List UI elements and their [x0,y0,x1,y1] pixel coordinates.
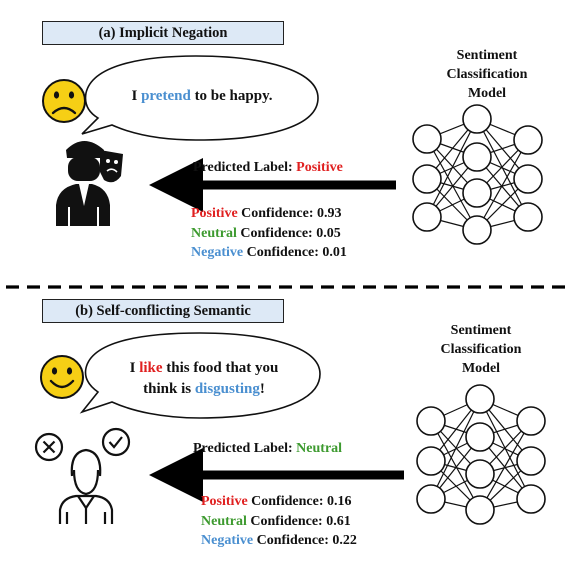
confidence-list-a: Positive Confidence: 0.93 Neutral Confid… [191,204,347,263]
confidence-a-neutral-value: Confidence: 0.05 [236,225,341,241]
predicted-label-a: Predicted Label: Positive [193,160,343,176]
confidence-a-neutral-label: Neutral [191,225,237,241]
sad-face-icon [42,79,86,123]
confidence-a-negative-label: Negative [191,245,244,260]
smiling-face-icon [40,355,84,399]
model-label-b: Sentiment Classification Model [416,321,546,378]
confidence-row: Negative Confidence: 0.01 [191,243,347,263]
model-label-a: Sentiment Classification Model [422,46,552,103]
predicted-label-b: Predicted Label: Neutral [193,441,342,457]
confidence-b-positive-value: Confidence: 0.16 [247,494,352,509]
predicted-label-a-value: Positive [296,160,343,175]
predicted-label-b-prefix: Predicted Label: [193,441,297,456]
actor-with-masks-icon [56,141,123,226]
model-label-a-line-3: Model [467,86,507,101]
bubble-b-line2-post: ! [259,381,265,397]
confidence-a-positive-label: Positive [191,206,238,221]
panel-b-title: (b) Self-conflicting Semantic [42,299,284,323]
confidence-b-neutral-label: Neutral [201,513,247,529]
bubble-a-pre: I [131,88,142,104]
confidence-b-negative-value: Confidence: 0.22 [253,533,357,548]
model-label-a-line-1: Sentiment [456,48,518,63]
panel-a-title: (a) Implicit Negation [42,21,284,45]
confidence-b-neutral-value: Confidence: 0.61 [246,513,351,529]
confidence-b-positive-label: Positive [201,494,248,509]
bubble-b-line1-pre: I [129,360,140,376]
confidence-row: Positive Confidence: 0.93 [191,204,347,224]
model-label-a-line-2: Classification [446,67,528,82]
confidence-row: Neutral Confidence: 0.61 [201,512,357,532]
confidence-row: Neutral Confidence: 0.05 [191,224,347,244]
bubble-b-line2-highlight: disgusting [194,381,260,397]
predicted-label-a-prefix: Predicted Label: [193,160,297,175]
speech-bubble-b [79,332,321,419]
confidence-row: Negative Confidence: 0.22 [201,531,357,551]
panel-a-bubble-text: I pretend to be happy. [96,86,308,107]
confidence-b-negative-label: Negative [201,533,254,548]
model-label-b-line-2: Classification [440,342,522,357]
bubble-b-line1-post: this food that you [162,360,279,376]
model-label-b-line-3: Model [461,361,501,376]
bubble-a-highlight: pretend [141,88,191,104]
confidence-a-positive-value: Confidence: 0.93 [237,206,342,221]
bubble-b-line-2: think is disgusting! [98,379,310,400]
confidence-a-negative-value: Confidence: 0.01 [243,245,347,260]
bubble-b-line2-pre: think is [143,381,195,397]
panel-b-bubble-text: I like this food that you think is disgu… [98,358,310,400]
neural-network-b [416,384,546,525]
speech-bubble-a [81,55,319,141]
bubble-a-post: to be happy. [190,88,273,104]
predicted-label-b-value: Neutral [296,441,343,456]
neural-network-a [412,104,543,245]
bubble-b-line-1: I like this food that you [98,358,310,379]
confidence-list-b: Positive Confidence: 0.16 Neutral Confid… [201,492,357,551]
bubble-b-line1-highlight: like [139,360,163,376]
model-label-b-line-1: Sentiment [450,323,512,338]
person-deciding-icon [34,427,131,524]
confidence-row: Positive Confidence: 0.16 [201,492,357,512]
